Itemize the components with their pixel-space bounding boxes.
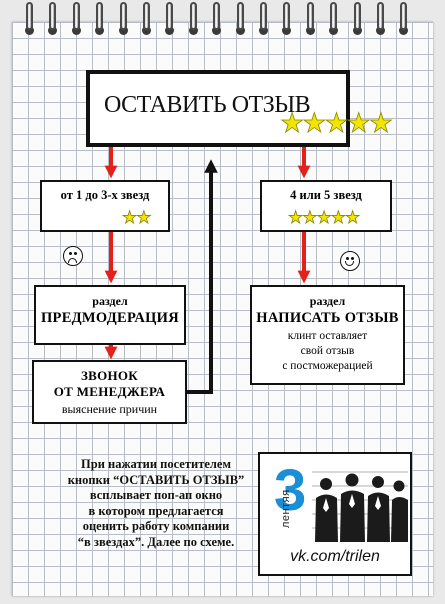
binding-hole <box>188 26 198 35</box>
binding-ring <box>306 2 314 30</box>
manager-call-title-2: ОТ МЕНЕДЖЕРА <box>53 384 166 399</box>
write-review-line-2: свой отзыв <box>300 345 355 357</box>
binding-ring <box>72 2 80 30</box>
binding-ring <box>189 2 197 30</box>
write-review-title: НАПИСАТЬ ОТЗЫВ <box>256 310 399 326</box>
instructions-line: оценить работу компании <box>82 519 230 533</box>
low-rating-box: от 1 до 3-х звезд ★★ <box>40 180 170 232</box>
instructions-line: При нажатии посетителем <box>81 457 231 471</box>
binding-hole <box>305 26 315 35</box>
leave-review-title: ОСТАВИТЬ ОТЗЫВ <box>104 92 311 118</box>
two-stars-icon: ★★ <box>122 208 152 227</box>
write-review-box: раздел НАПИСАТЬ ОТЗЫВ клинт оставляет св… <box>250 285 405 385</box>
binding-ring <box>330 2 338 30</box>
manager-call-reason: выяснение причин <box>61 402 158 416</box>
premoderation-title: ПРЕДМОДЕРАЦИЯ <box>40 310 180 326</box>
manager-call-title-1: ЗВОНОК <box>80 368 139 383</box>
five-stars-icon: ★★★★★ <box>280 108 394 138</box>
premoderation-section-label: раздел <box>92 294 128 308</box>
brand-logo-box: 3 лентяя vk.com/trilen <box>258 452 412 576</box>
instructions-text: При нажатии посетителем кнопки “ОСТАВИТЬ… <box>56 457 256 550</box>
write-review-line-3: с постможерацией <box>282 360 373 372</box>
five-stars-small-icon: ★★★★★ <box>288 208 361 227</box>
binding-hole <box>329 26 339 35</box>
happy-smiley-icon <box>340 251 360 271</box>
binding-hole <box>352 26 362 35</box>
vk-link[interactable]: vk.com/trilen <box>290 548 380 565</box>
instructions-line: “в звездах”. Далее по схеме. <box>77 534 235 549</box>
binding-ring <box>119 2 127 30</box>
instructions-line: кнопки “ОСТАВИТЬ ОТЗЫВ” <box>67 472 245 487</box>
logo-word: лентяя <box>280 489 292 528</box>
binding-hole <box>118 26 128 35</box>
binding-ring <box>213 2 221 30</box>
binding-hole <box>259 26 268 35</box>
binding-ring <box>377 2 384 30</box>
binding-hole <box>48 26 58 35</box>
premoderation-box: раздел ПРЕДМОДЕРАЦИЯ <box>34 285 186 345</box>
binding-hole <box>282 26 292 35</box>
instructions-line: в котором предлагается <box>88 503 224 518</box>
binding-ring <box>166 2 174 30</box>
high-rating-box: 4 или 5 звезд ★★★★★ <box>260 180 392 232</box>
logo-digit: 3 <box>274 458 307 523</box>
leave-review-box: ОСТАВИТЬ ОТЗЫВ ★★★★★ <box>86 70 393 147</box>
manager-call-box: ЗВОНОК ОТ МЕНЕДЖЕРА выяснение причин <box>32 360 187 424</box>
lineup-silhouettes-icon <box>312 471 408 542</box>
binding-hole <box>399 26 409 35</box>
binding-ring <box>96 2 104 30</box>
binding-ring <box>283 2 291 30</box>
spiral-binding <box>25 0 426 35</box>
write-review-line-1: клинт оставляет <box>287 330 368 342</box>
write-review-section-label: раздел <box>309 294 346 308</box>
binding-hole <box>165 26 175 35</box>
binding-hole <box>95 26 105 35</box>
binding-hole <box>142 26 151 35</box>
binding-hole <box>71 26 81 35</box>
high-rating-label: 4 или 5 звезд <box>290 188 362 202</box>
binding-ring <box>143 2 150 30</box>
binding-ring <box>260 2 267 30</box>
binding-ring <box>353 2 361 30</box>
binding-ring <box>26 2 33 30</box>
binding-ring <box>236 2 244 30</box>
binding-hole <box>212 26 222 35</box>
instructions-line: всплывает поп-ап окно <box>89 488 223 502</box>
binding-hole <box>25 26 34 35</box>
binding-hole <box>235 26 245 35</box>
binding-hole <box>376 26 385 35</box>
low-rating-label: от 1 до 3-х звезд <box>60 188 150 202</box>
sad-smiley-icon <box>63 246 83 266</box>
binding-ring <box>400 2 408 30</box>
binding-ring <box>49 2 57 30</box>
